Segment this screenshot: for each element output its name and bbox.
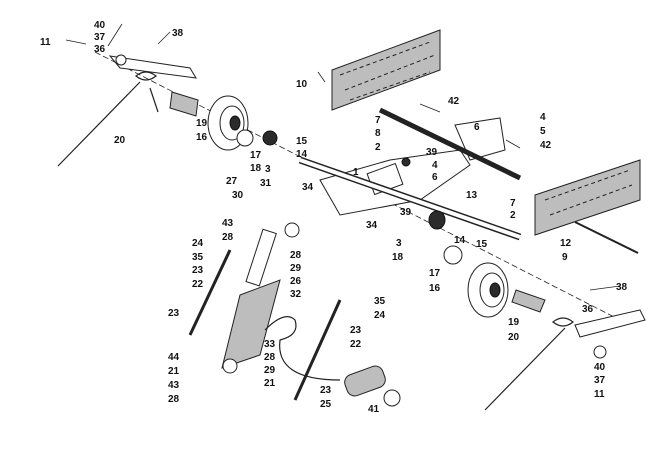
left-idler-wheel — [169, 91, 278, 151]
callout-labels: 11 40 37 36 38 20 19 16 10 42 7 8 2 6 4 … — [40, 20, 628, 415]
callout-37b: 37 — [594, 375, 606, 386]
callout-28b: 28 — [290, 250, 302, 261]
assembly-centerline — [94, 51, 621, 321]
callout-9: 9 — [562, 252, 568, 263]
left-link-rod — [188, 249, 232, 336]
callout-32: 32 — [290, 289, 302, 300]
callout-17a: 17 — [250, 150, 262, 161]
callout-2b: 2 — [510, 210, 516, 221]
leader-lines — [65, 23, 621, 291]
callout-36a: 36 — [94, 44, 106, 55]
callout-28a: 28 — [222, 232, 234, 243]
callout-1: 1 — [353, 167, 359, 178]
callout-11a: 11 — [40, 37, 51, 48]
callout-17b: 17 — [429, 268, 441, 279]
callout-21a: 21 — [168, 366, 180, 377]
callout-18b: 18 — [392, 252, 404, 263]
callout-11b: 11 — [594, 389, 605, 400]
callout-34a: 34 — [302, 182, 314, 193]
callout-42b: 42 — [540, 140, 552, 151]
callout-43a: 43 — [222, 218, 234, 229]
shock-reservoir — [344, 365, 401, 407]
callout-23d: 23 — [320, 385, 332, 396]
callout-36b: 36 — [582, 304, 594, 315]
callout-12: 12 — [560, 238, 572, 249]
callout-22a: 22 — [192, 279, 204, 290]
callout-20a: 20 — [114, 135, 126, 146]
callout-2a: 2 — [375, 142, 381, 153]
callout-39b: 39 — [400, 207, 412, 218]
callout-7a: 7 — [375, 115, 381, 126]
callout-14b: 14 — [454, 235, 466, 246]
callout-31: 31 — [260, 178, 272, 189]
callout-28c: 28 — [168, 394, 180, 405]
callout-37a: 37 — [94, 32, 106, 43]
upper-shaft — [378, 107, 522, 181]
callout-3b: 3 — [396, 238, 402, 249]
callout-28d: 28 — [264, 352, 276, 363]
callout-39a: 39 — [426, 147, 438, 158]
callout-14a: 14 — [296, 149, 308, 160]
lower-rail-plate — [534, 159, 641, 236]
callout-24b: 24 — [374, 310, 386, 321]
callout-23a: 23 — [192, 265, 204, 276]
callout-3a: 3 — [265, 164, 271, 175]
right-link-rod — [293, 299, 342, 401]
long-bolt — [574, 221, 639, 254]
callout-18a: 18 — [250, 163, 262, 174]
callout-30: 30 — [232, 190, 244, 201]
right-idler-wheel — [428, 210, 509, 318]
lower-shaft-inner — [299, 158, 521, 239]
right-torsion-spring-arm — [484, 289, 646, 411]
callout-38a: 38 — [172, 28, 184, 39]
callout-16a: 16 — [196, 132, 208, 143]
left-torsion-spring-arm — [57, 54, 197, 167]
callout-23b: 23 — [168, 308, 180, 319]
callout-6b: 6 — [432, 172, 438, 183]
callout-23c: 23 — [350, 325, 362, 336]
callout-26: 26 — [290, 276, 302, 287]
callout-24a: 24 — [192, 238, 204, 249]
callout-38b: 38 — [616, 282, 628, 293]
callout-16b: 16 — [429, 283, 441, 294]
callout-13: 13 — [466, 190, 478, 201]
callout-29b: 29 — [264, 365, 276, 376]
callout-33: 33 — [264, 339, 276, 350]
upper-rail-plate — [331, 29, 441, 111]
callout-10: 10 — [296, 79, 308, 90]
callout-4b: 4 — [432, 160, 438, 171]
callout-25: 25 — [320, 399, 332, 410]
callout-29a: 29 — [290, 263, 302, 274]
callout-27: 27 — [226, 176, 238, 187]
callout-43b: 43 — [168, 380, 180, 391]
callout-19b: 19 — [508, 317, 520, 328]
callout-19a: 19 — [196, 118, 208, 129]
callout-40b: 40 — [594, 362, 606, 373]
callout-35b: 35 — [374, 296, 386, 307]
callout-22b: 22 — [350, 339, 362, 350]
callout-15a: 15 — [296, 136, 308, 147]
shock-absorber — [221, 222, 341, 381]
callout-34b: 34 — [366, 220, 378, 231]
callout-42a: 42 — [448, 96, 460, 107]
callout-44: 44 — [168, 352, 180, 363]
callout-5: 5 — [540, 126, 546, 137]
callout-7b: 7 — [510, 198, 516, 209]
callout-21b: 21 — [264, 378, 276, 389]
callout-35a: 35 — [192, 252, 204, 263]
callout-20b: 20 — [508, 332, 520, 343]
callout-41: 41 — [368, 404, 380, 415]
callout-15b: 15 — [476, 239, 488, 250]
callout-40a: 40 — [94, 20, 106, 31]
callout-6a: 6 — [474, 122, 480, 133]
callout-4a: 4 — [540, 112, 546, 123]
callout-8: 8 — [375, 128, 381, 139]
